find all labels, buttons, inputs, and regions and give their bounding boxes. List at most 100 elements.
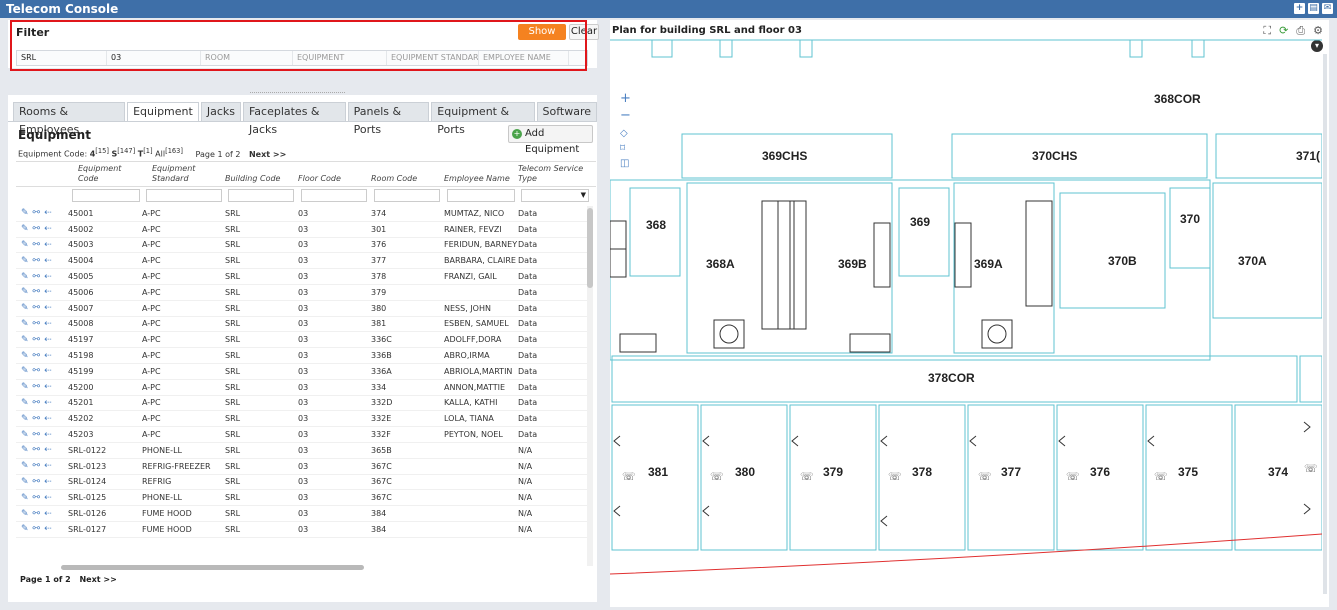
link-icon[interactable]: ⚯	[32, 303, 41, 314]
gear-icon[interactable]: ⚙	[1313, 24, 1323, 37]
edit-icon[interactable]: ✎	[21, 224, 29, 235]
room-label-369chs[interactable]: 369CHS	[762, 149, 807, 163]
connect-icon[interactable]: ⇠	[44, 334, 52, 345]
edit-icon[interactable]: ✎	[21, 382, 29, 393]
equipment-code-column-filter[interactable]	[72, 189, 140, 202]
link-icon[interactable]: ⚯	[32, 239, 41, 250]
equipment-standard-filter-field[interactable]: EQUIPMENT STANDARD	[387, 51, 479, 65]
edit-icon[interactable]: ✎	[21, 208, 29, 219]
phone-icon[interactable]: ☏	[1154, 470, 1168, 483]
room-label-375[interactable]: 375	[1178, 465, 1198, 479]
room-label-379[interactable]: 379	[823, 465, 843, 479]
room-label-369a[interactable]: 369A	[974, 257, 1003, 271]
zoom-in-icon[interactable]: +	[620, 91, 631, 106]
code-filter-4[interactable]: 4	[89, 149, 96, 159]
tab-jacks[interactable]: Jacks	[200, 102, 241, 122]
edit-icon[interactable]: ✎	[21, 303, 29, 314]
connect-icon[interactable]: ⇠	[44, 208, 52, 219]
add-icon[interactable]: +	[1294, 3, 1305, 14]
vertical-scrollbar[interactable]	[587, 206, 593, 566]
next-page-link[interactable]: Next >>	[248, 149, 287, 159]
room-label-370[interactable]: 370	[1180, 212, 1200, 226]
room-label-369[interactable]: 369	[910, 215, 930, 229]
tab-equipment[interactable]: Equipment	[127, 102, 199, 122]
edit-icon[interactable]: ✎	[21, 287, 29, 298]
pan-icon[interactable]: ◇	[620, 128, 628, 139]
edit-icon[interactable]: ✎	[21, 461, 29, 472]
room-code-column-filter[interactable]	[374, 189, 440, 202]
fit-view-icon[interactable]: ⛶	[1263, 24, 1272, 37]
print-icon[interactable]: ⎙	[1296, 24, 1306, 37]
edit-icon[interactable]: ✎	[21, 350, 29, 361]
edit-icon[interactable]: ✎	[21, 429, 29, 440]
phone-icon[interactable]: ☏	[1066, 470, 1080, 483]
link-icon[interactable]: ⚯	[32, 382, 41, 393]
room-label-369b[interactable]: 369B	[838, 257, 867, 271]
column-header-floor-code[interactable]: Floor Code	[298, 174, 341, 183]
edit-icon[interactable]: ✎	[21, 508, 29, 519]
clear-button[interactable]: Clear	[569, 24, 599, 40]
edit-icon[interactable]: ✎	[21, 524, 29, 535]
splitter-handle[interactable]	[250, 92, 345, 94]
link-icon[interactable]: ⚯	[32, 445, 41, 456]
link-icon[interactable]: ⚯	[32, 334, 41, 345]
employee-name-column-filter[interactable]	[447, 189, 515, 202]
room-label-378cor[interactable]: 378COR	[928, 371, 975, 385]
link-icon[interactable]: ⚯	[32, 350, 41, 361]
room-label-378[interactable]: 378	[912, 465, 932, 479]
column-header-room-code[interactable]: Room Code	[371, 174, 418, 183]
link-icon[interactable]: ⚯	[32, 224, 41, 235]
link-icon[interactable]: ⚯	[32, 271, 41, 282]
phone-icon[interactable]: ☏	[622, 470, 636, 483]
select-icon[interactable]: ⌑	[620, 143, 626, 154]
edit-icon[interactable]: ✎	[21, 397, 29, 408]
phone-icon[interactable]: ☏	[1304, 462, 1318, 475]
tab-panels-ports[interactable]: Panels & Ports	[347, 102, 430, 136]
code-filter-s[interactable]: S	[111, 149, 118, 159]
floor-code-column-filter[interactable]	[301, 189, 367, 202]
column-header-equipment-code[interactable]: Equipment Code	[78, 164, 122, 183]
show-button[interactable]: Show	[518, 24, 566, 40]
connect-icon[interactable]: ⇠	[44, 239, 52, 250]
room-label-374[interactable]: 374	[1268, 465, 1288, 479]
connect-icon[interactable]: ⇠	[44, 413, 52, 424]
link-icon[interactable]: ⚯	[32, 508, 41, 519]
zoom-out-icon[interactable]: −	[620, 108, 631, 123]
room-label-368[interactable]: 368	[646, 218, 666, 232]
connect-icon[interactable]: ⇠	[44, 382, 52, 393]
connect-icon[interactable]: ⇠	[44, 366, 52, 377]
connect-icon[interactable]: ⇠	[44, 271, 52, 282]
equipment-standard-column-filter[interactable]	[146, 189, 222, 202]
service-type-dropdown[interactable]: ▼	[521, 189, 589, 202]
edit-icon[interactable]: ✎	[21, 239, 29, 250]
refresh-icon[interactable]: ⟳	[1279, 24, 1289, 37]
column-header-telecom-service-type[interactable]: Telecom Service Type	[518, 164, 584, 183]
room-label-377[interactable]: 377	[1001, 465, 1021, 479]
tab-rooms-employees[interactable]: Rooms & Employees	[13, 102, 126, 136]
room-label-376[interactable]: 376	[1090, 465, 1110, 479]
edit-icon[interactable]: ✎	[21, 255, 29, 266]
connect-icon[interactable]: ⇠	[44, 318, 52, 329]
link-icon[interactable]: ⚯	[32, 413, 41, 424]
plan-vertical-scrollbar[interactable]	[1323, 54, 1327, 594]
link-icon[interactable]: ⚯	[32, 397, 41, 408]
building-code-column-filter[interactable]	[228, 189, 294, 202]
room-label-368a[interactable]: 368A	[706, 257, 735, 271]
room-label-371[interactable]: 371(	[1296, 149, 1320, 163]
link-icon[interactable]: ⚯	[32, 208, 41, 219]
horizontal-scrollbar[interactable]	[16, 565, 592, 570]
phone-icon[interactable]: ☏	[710, 470, 724, 483]
column-header-employee-name[interactable]: Employee Name	[444, 174, 510, 183]
